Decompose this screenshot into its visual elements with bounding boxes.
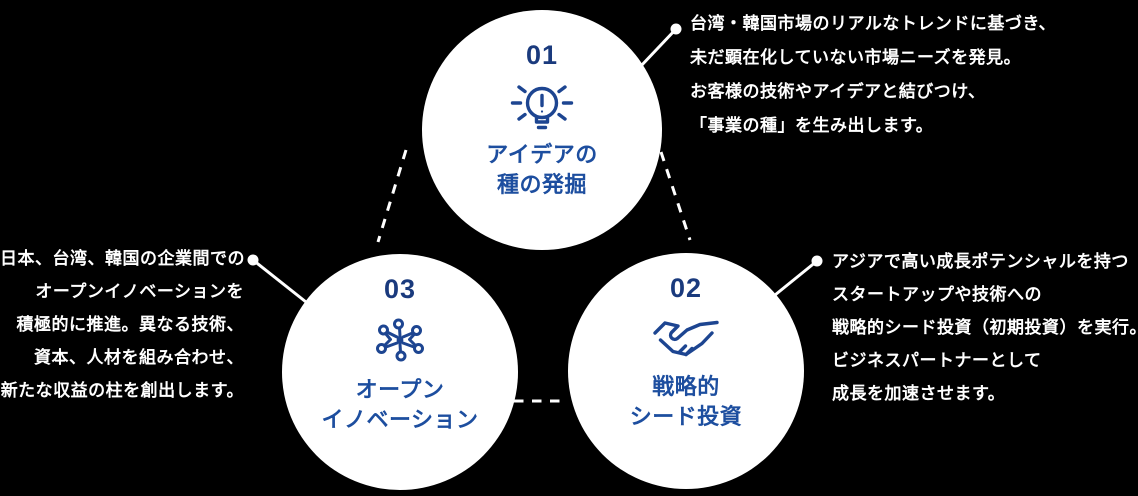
circle-step-01-idea-seed: 01 アイデアの 種の発掘 bbox=[422, 10, 662, 250]
step-title: オープン イノベーション bbox=[321, 377, 479, 432]
annotation-line: スタートアップや技術への bbox=[832, 285, 1042, 304]
handshake-icon bbox=[652, 315, 720, 359]
step-number: 02 bbox=[669, 273, 703, 303]
annotation-line: 成長を加速させます。 bbox=[832, 384, 1006, 403]
annotation-line: 日本、台湾、韓国の企業間での bbox=[0, 249, 245, 268]
dashed-line-01-03 bbox=[376, 149, 408, 243]
leader-line-open bbox=[252, 258, 307, 304]
circle-step-02-strategic-seed-investment: 02 戦略的 シード投資 bbox=[568, 253, 804, 489]
annotation-line: ビジネスパートナーとして bbox=[832, 351, 1042, 370]
step-title: アイデアの 種の発掘 bbox=[486, 142, 598, 197]
annotation-line: 資本、人材を組み合わせ、 bbox=[34, 348, 244, 367]
network-icon bbox=[376, 316, 424, 362]
annotation-line: お客様の技術やアイデアと結びつけ、 bbox=[690, 82, 986, 101]
annotation-line: アジアで高い成長ポテンシャルを持つ bbox=[832, 252, 1129, 271]
leader-line-invest bbox=[774, 259, 818, 297]
dashed-line-01-02 bbox=[659, 151, 692, 241]
annotation-line: 「事業の種」を生み出します。 bbox=[690, 116, 934, 135]
bullet-dot-invest bbox=[811, 255, 823, 267]
annotation-line: 新たな収益の柱を創出します。 bbox=[0, 381, 244, 400]
annotation-line: 台湾・韓国市場のリアルなトレンドに基づき、 bbox=[690, 14, 1057, 33]
bullet-dot-open bbox=[247, 254, 259, 266]
leader-line-idea bbox=[638, 27, 678, 69]
annotation-open-innovation: 日本、台湾、韓国の企業間での オープンイノベーションを 積極的に推進。異なる技術… bbox=[0, 242, 245, 407]
bullet-dot-idea bbox=[670, 23, 682, 35]
annotation-line: 積極的に推進。異なる技術、 bbox=[16, 315, 244, 334]
step-title: 戦略的 シード投資 bbox=[629, 374, 743, 429]
circle-step-03-open-innovation: 03 オープン イノベーション bbox=[282, 254, 518, 490]
annotation-line: 戦略的シード投資（初期投資）を実行。 bbox=[832, 318, 1138, 337]
annotation-line: オープンイノベーションを bbox=[35, 282, 244, 301]
step-number: 01 bbox=[525, 40, 559, 70]
annotation-idea-seed: 台湾・韓国市場のリアルなトレンドに基づき、 未だ顕在化していない市場ニーズを発見… bbox=[690, 7, 1056, 143]
annotation-seed-investment: アジアで高い成長ポテンシャルを持つ スタートアップや技術への 戦略的シード投資（… bbox=[832, 245, 1138, 410]
lightbulb-exclamation-icon bbox=[496, 78, 588, 136]
annotation-line: 未だ顕在化していない市場ニーズを発見。 bbox=[690, 48, 1022, 67]
step-number: 03 bbox=[383, 274, 417, 304]
